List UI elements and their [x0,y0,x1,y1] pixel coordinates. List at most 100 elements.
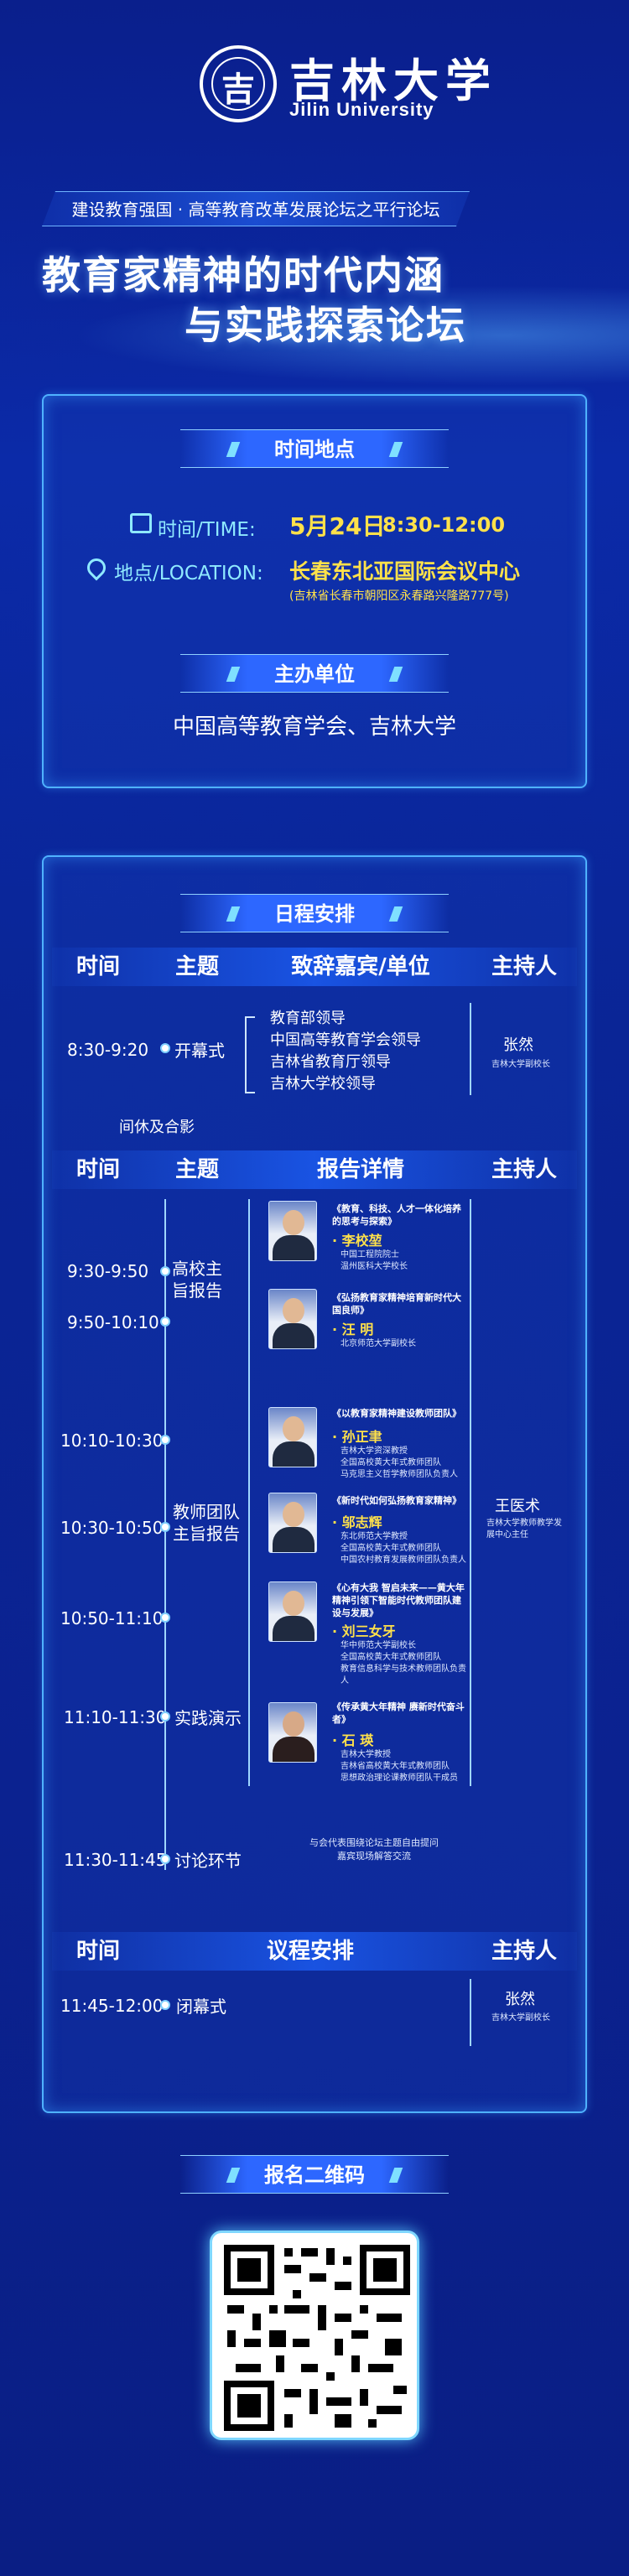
discussion-note: 与会代表围绕论坛主题自由提问 嘉宾现场解答交流 [309,1837,439,1862]
host-divider [470,1003,471,1095]
closing-theme: 闭幕式 [176,1997,226,2017]
event-place: 长春东北亚国际会议中心 [289,559,521,584]
slot-time-5: 10:50-11:10 [60,1608,164,1628]
timeline-line [164,1199,166,1870]
table-header-2 [52,1150,577,1189]
speaker-report-title: 《新时代如何弘扬教育家精神》 [332,1495,461,1506]
speaker-photo [268,1407,317,1467]
university-seal-icon: 吉 [200,45,277,122]
col-host: 主持人 [491,954,557,979]
guest-1: 教育部领导 [270,1010,346,1027]
organizer-names: 中国高等教育学会、吉林大学 [172,714,456,740]
speaker-photo [268,1289,317,1349]
timeline-dot [160,2000,170,2010]
speaker-desc: 华中师范大学副校长 全国高校黄大年式教师团队 教育信息科学与技术教师团队负责人 [340,1641,466,1685]
host3-divider [470,1979,471,2046]
university-name-cn: 吉林大学 [289,54,497,107]
col-time: 时间 [75,954,120,979]
event-time: 8:30-12:00 [382,513,506,537]
speaker-desc: 吉林大学教授 吉林省高校黄大年式教师团队 思想政治理论课教师团队干成员 [340,1750,458,1783]
slot-time-7: 11:30-11:45 [64,1850,167,1870]
timeline-dot [160,1522,170,1532]
place-label: 地点/LOCATION: [114,563,263,584]
forum-title-line2: 与实践探索论坛 [185,303,466,348]
speaker-name: · 孙正聿 [332,1429,382,1445]
speaker-report-title: 《传承黄大年精神 赓新时代奋斗者》 [332,1701,465,1725]
speaker-photo [268,1581,317,1642]
slot-time-3: 10:10-10:30 [60,1431,164,1451]
event-address: (吉林省长春市朝阳区永春路兴隆路777号) [289,589,509,603]
details-divider [248,1199,250,1786]
timeline-dot [160,1043,170,1053]
speaker-report-title: 《心有大我 智启未来——黄大年精神引领下智能时代教师团队建设与发展》 [332,1582,465,1618]
speaker-desc: 中国工程院院士 温州医科大学校长 [340,1250,408,1271]
col-host-3: 主持人 [491,1939,557,1964]
col-time-2: 时间 [75,1157,120,1182]
col-details: 报告详情 [316,1157,404,1182]
theme-discussion: 讨论环节 [174,1851,242,1871]
closing-host: 张然 [505,1991,535,2008]
col-guests: 致辞嘉宾/单位 [291,954,430,979]
event-date: 5月24日 [289,512,386,540]
host2-divider [470,1199,471,1786]
qr-code-icon [224,2245,410,2431]
closing-host-title: 吉林大学副校长 [491,2013,550,2023]
opening-time: 8:30-9:20 [67,1040,149,1060]
timeline-dot [160,1435,170,1445]
schedule-tag: 日程安排 [180,894,449,932]
opening-host: 张然 [503,1036,533,1054]
speaker-name: · 邬志辉 [332,1514,382,1530]
registration-qr-code[interactable] [210,2231,419,2440]
slot-time-6: 11:10-11:30 [64,1707,167,1727]
guest-4: 吉林大学校领导 [270,1075,376,1093]
break-note: 间休及合影 [119,1119,195,1136]
forum-title-line1: 教育家精神的时代内涵 [42,252,444,298]
slot-time-4: 10:30-10:50 [60,1518,164,1538]
speaker-report-title: 《教育、科技、人才一体化培养的思考与探索》 [332,1203,461,1227]
time-label: 时间/TIME: [158,519,256,541]
guest-2: 中国高等教育学会领导 [270,1031,421,1049]
table-header-3 [52,1932,577,1971]
university-name-en: Jilin University [289,99,434,120]
guest-3: 吉林省教育厅领导 [270,1053,391,1071]
speaker-desc: 吉林大学资深教授 全国高校黄大年式教师团队 马克思主义哲学教师团队负责人 [340,1446,458,1479]
slot-time-2: 9:50-10:10 [67,1312,159,1332]
theme-practice: 实践演示 [174,1708,242,1728]
forum-subtitle: 建设教育强国 · 高等教育改革发展论坛之平行论坛 [42,191,470,226]
speaker-name: · 刘三女牙 [332,1623,396,1639]
speaker-name: · 汪 明 [332,1322,374,1337]
opening-theme: 开幕式 [174,1041,225,1061]
speaker-photo [268,1702,317,1763]
col-theme-2: 主题 [174,1157,219,1182]
slot-time-1: 9:30-9:50 [67,1261,149,1281]
speaker-name: · 李校堃 [332,1233,382,1249]
col-agenda: 议程安排 [266,1939,354,1964]
speaker-desc: 东北师范大学教授 全国高校黄大年式教师团队 中国农村教育发展教师团队负责人 [340,1532,466,1565]
speaker-photo [268,1201,317,1261]
timeline-dot [160,1266,170,1276]
schedule-panel [42,855,587,2113]
guest-bracket [245,1016,255,1093]
theme-teacher-team: 教师团队主旨报告 [173,1502,240,1544]
col-host-2: 主持人 [491,1157,557,1182]
glow-lines [0,277,629,394]
timeline-dot [160,1854,170,1864]
timeline-dot [160,1317,170,1327]
host2-name: 王医术 [495,1498,540,1515]
speaker-desc: 北京师范大学副校长 [340,1339,416,1348]
time-place-tag: 时间地点 [180,429,449,468]
col-time-3: 时间 [75,1939,120,1964]
speaker-report-title: 《以教育家精神建设教师团队》 [332,1408,461,1419]
closing-time: 11:45-12:00 [60,1996,164,2016]
speaker-photo [268,1493,317,1553]
col-theme: 主题 [174,954,219,979]
host2-title: 吉林大学教师教学发展中心主任 [486,1519,562,1540]
qr-tag: 报名二维码 [180,2155,449,2194]
theme-keynote: 高校主旨报告 [172,1259,222,1301]
opening-host-title: 吉林大学副校长 [491,1060,550,1069]
speaker-name: · 石 瑛 [332,1732,374,1748]
university-logo: 吉 吉林大学 Jilin University [0,40,629,132]
timeline-dot [160,1711,170,1722]
table-header-1 [52,948,577,986]
organizer-tag: 主办单位 [180,654,449,693]
